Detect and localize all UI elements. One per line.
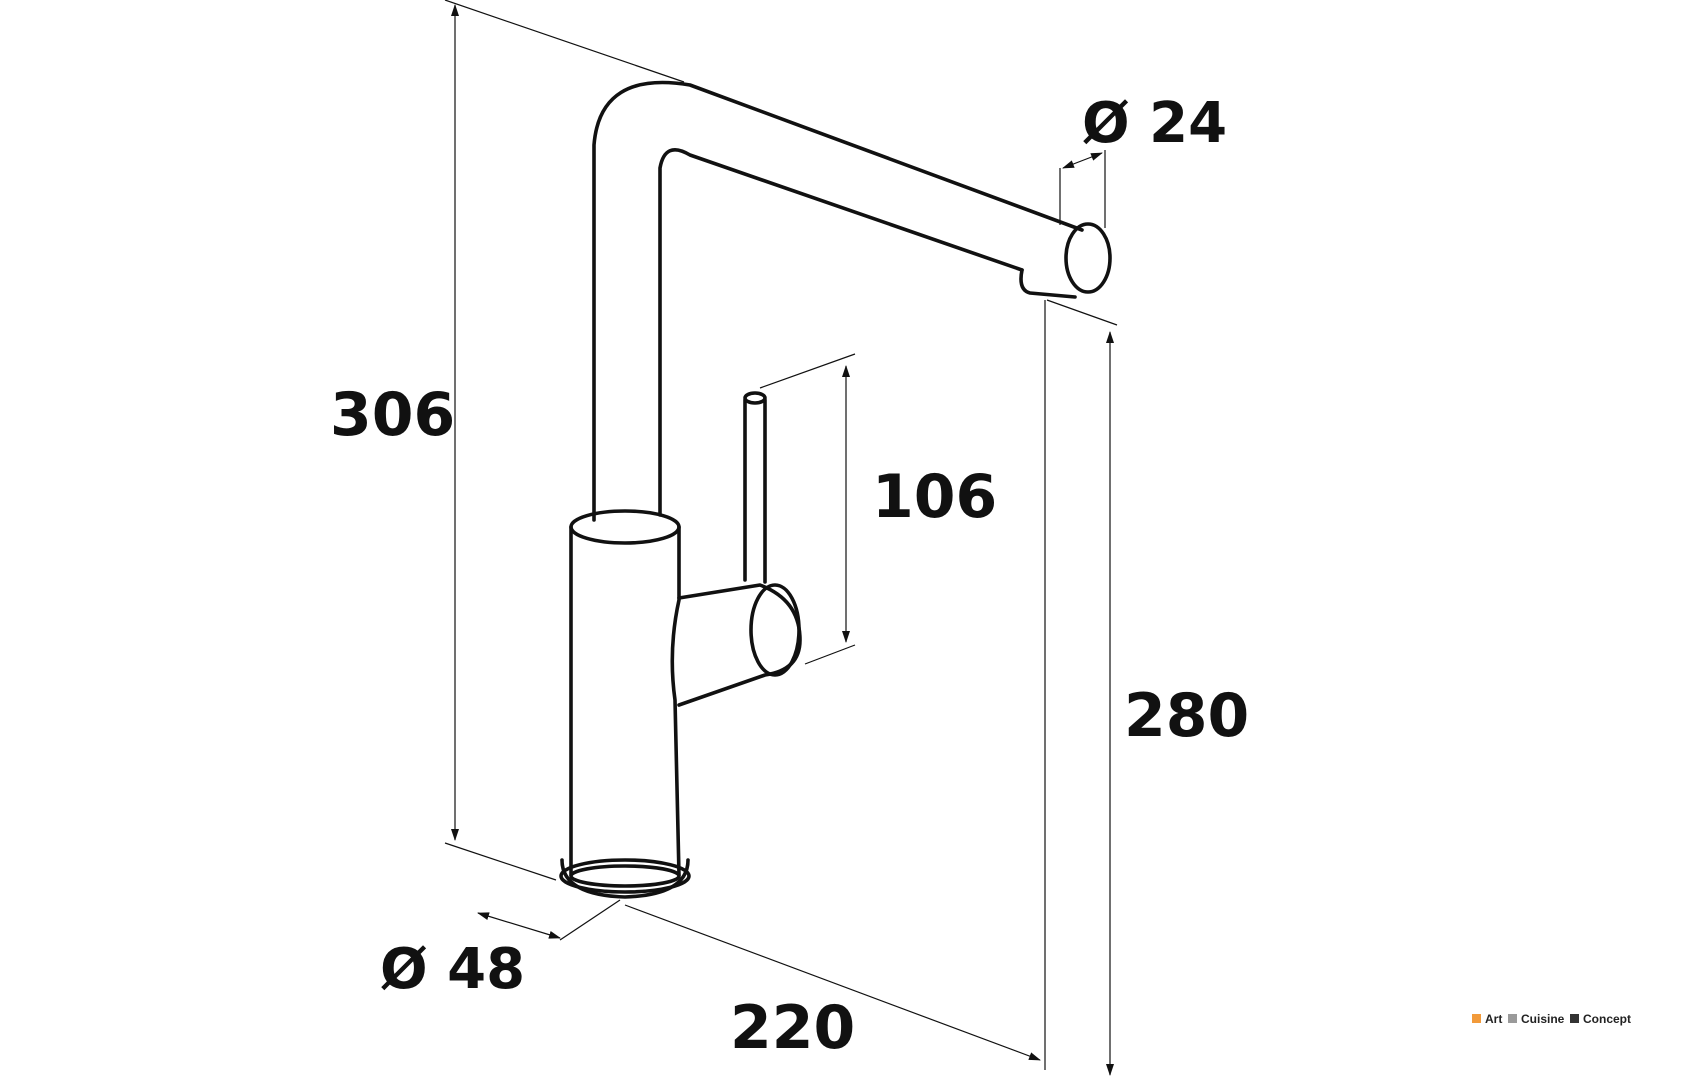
height-306-bottom-extension bbox=[444, 842, 557, 881]
label-spout-diameter: Ø 24 bbox=[1082, 91, 1227, 156]
dia-48-dimension bbox=[477, 912, 561, 939]
lever-top bbox=[743, 391, 767, 405]
body-top bbox=[569, 509, 681, 545]
height-280-top-extension bbox=[1046, 299, 1118, 326]
brand-word-1: Art bbox=[1485, 1012, 1502, 1026]
brand-square-3 bbox=[1570, 1014, 1579, 1023]
height-306-top-extension bbox=[444, 0, 685, 83]
label-overall-height: 306 bbox=[330, 380, 455, 450]
body-bottom bbox=[569, 864, 681, 888]
lever-106-bottom-extension bbox=[804, 644, 856, 665]
brand-word-3: Concept bbox=[1583, 1012, 1631, 1026]
spout-aerator bbox=[1019, 268, 1077, 299]
spout-outer-contour bbox=[592, 80, 1084, 522]
reach-220-dimension bbox=[624, 904, 1041, 1061]
brand-word-2: Cuisine bbox=[1521, 1012, 1565, 1026]
handle-hub bbox=[677, 583, 802, 707]
label-lever-height: 106 bbox=[872, 462, 997, 532]
label-base-diameter: Ø 48 bbox=[380, 937, 525, 1002]
brand-square-2 bbox=[1508, 1014, 1517, 1023]
spout-tip bbox=[1064, 222, 1112, 294]
dia-48-ext-right bbox=[559, 899, 621, 941]
dia-24-dimension bbox=[1062, 152, 1103, 169]
dimension-lines bbox=[444, 0, 1118, 1076]
spout-inner-contour bbox=[658, 148, 1024, 517]
lever bbox=[743, 398, 767, 584]
base-ring bbox=[560, 858, 690, 899]
brand-square-1 bbox=[1472, 1014, 1481, 1023]
label-spout-reach: 220 bbox=[730, 993, 855, 1063]
faucet-body bbox=[559, 80, 1112, 899]
brand-logo: Art Cuisine Concept bbox=[1472, 1012, 1631, 1026]
label-spout-height: 280 bbox=[1124, 681, 1249, 751]
handle-hub-face bbox=[749, 583, 801, 677]
lever-106-top-extension bbox=[759, 353, 856, 389]
base-top bbox=[559, 858, 691, 894]
body-right-side bbox=[670, 525, 681, 877]
